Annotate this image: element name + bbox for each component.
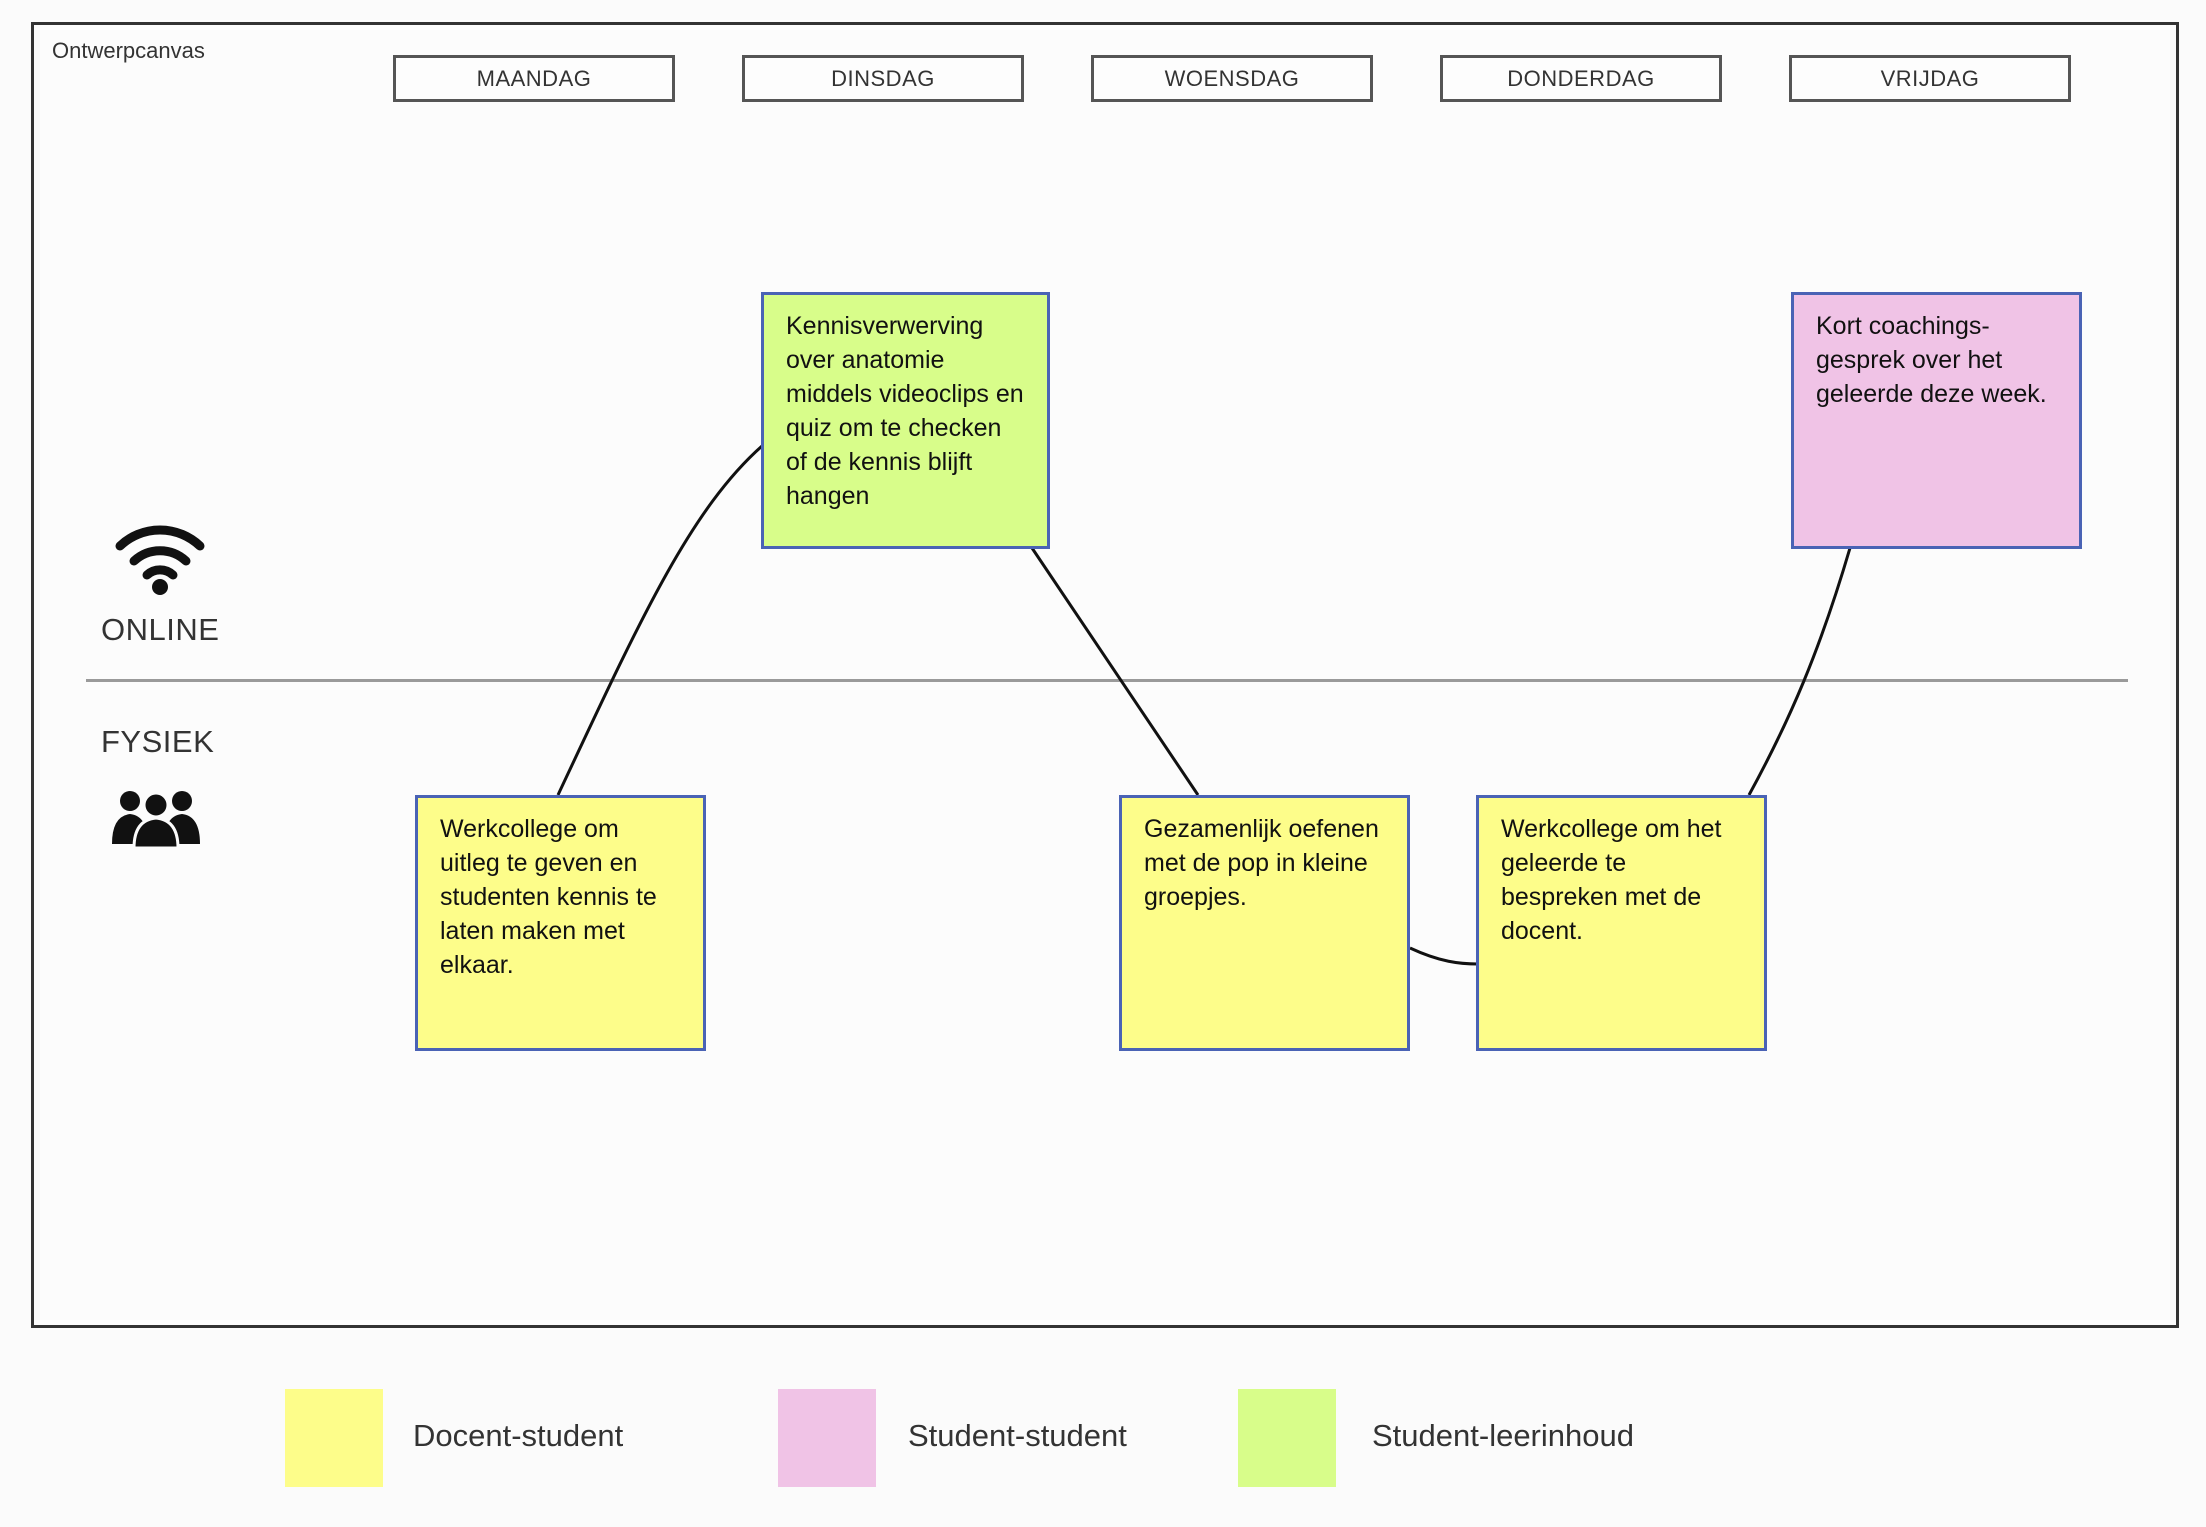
activity-note-dinsdag[interactable]: Kennisverwerving over anatomie middels v…	[761, 292, 1050, 549]
activity-text: Kennisverwerving over anatomie middels v…	[786, 312, 1024, 510]
activity-note-vrijdag[interactable]: Kort coachings-gesprek over het geleerde…	[1791, 292, 2082, 549]
canvas-title: Ontwerpcanvas	[52, 38, 205, 63]
activity-note-maandag[interactable]: Werkcollege om uitleg te geven en studen…	[415, 795, 706, 1051]
legend-label-student-leerinhoud: Student-leerinhoud	[1372, 1418, 1634, 1453]
lane-label-fysiek: FYSIEK	[101, 724, 215, 759]
connector-dinsdag-woensdag	[1030, 547, 1200, 796]
design-canvas	[31, 22, 2179, 1328]
day-header-donderdag: DONDERDAG	[1440, 55, 1722, 102]
activity-text: Gezamenlijk oefenen met de pop in kleine…	[1144, 815, 1379, 911]
legend-swatch-student-leerinhoud	[1238, 1389, 1336, 1487]
legend-label-docent-student: Docent-student	[413, 1418, 624, 1453]
activity-note-donderdag[interactable]: Werkcollege om het geleerde te bespreken…	[1476, 795, 1767, 1051]
wifi-icon	[115, 525, 205, 595]
legend-label-student-student: Student-student	[908, 1418, 1127, 1453]
day-header-woensdag: WOENSDAG	[1091, 55, 1373, 102]
activity-text: Kort coachings-gesprek over het geleerde…	[1816, 312, 2047, 408]
activity-text: Werkcollege om het geleerde te bespreken…	[1501, 815, 1722, 945]
day-header-vrijdag: VRIJDAG	[1789, 55, 2071, 102]
legend-swatch-student-student	[778, 1389, 876, 1487]
connector-woensdag-donderdag	[1409, 946, 1479, 966]
legend-swatch-docent-student	[285, 1389, 383, 1487]
group-icon	[112, 791, 200, 848]
day-header-dinsdag: DINSDAG	[742, 55, 1024, 102]
lane-divider	[86, 679, 2128, 682]
lane-label-online: ONLINE	[101, 612, 220, 647]
activity-note-woensdag[interactable]: Gezamenlijk oefenen met de pop in kleine…	[1119, 795, 1410, 1051]
connector-donderdag-vrijdag	[1747, 547, 1852, 796]
day-header-maandag: MAANDAG	[393, 55, 675, 102]
connector-maandag-dinsdag	[556, 444, 763, 796]
activity-text: Werkcollege om uitleg te geven en studen…	[440, 815, 657, 979]
